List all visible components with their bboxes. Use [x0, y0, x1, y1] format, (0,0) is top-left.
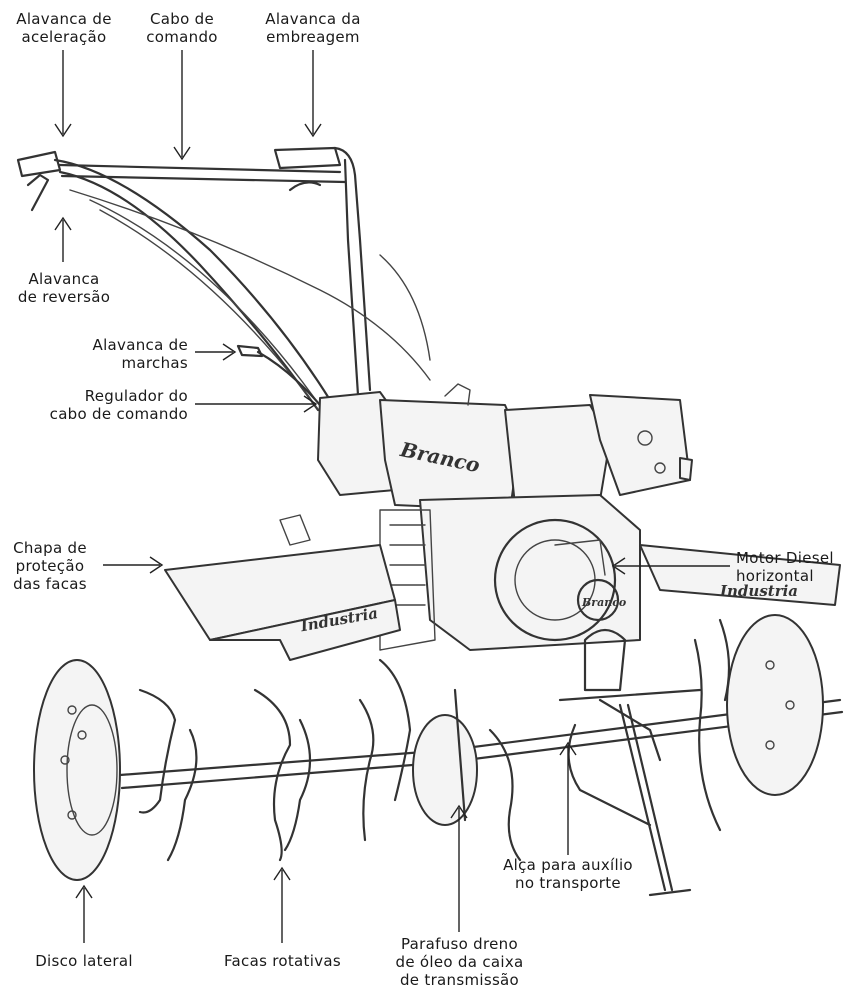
model-logo-right: Industria: [719, 582, 798, 600]
brand-logo-small: Branco: [581, 596, 626, 609]
engine-block: Branco Branco: [317, 383, 693, 651]
label-cable-regulator: Regulador do cabo de comando: [20, 387, 188, 423]
label-line: Motor Diesel: [736, 549, 834, 567]
label-line: Parafuso dreno: [401, 935, 518, 953]
label-line: Cabo de: [150, 10, 214, 28]
label-control-cable: Cabo de comando: [127, 10, 237, 46]
label-line: de transmissão: [399, 971, 520, 989]
label-line: proteção: [15, 557, 85, 575]
label-line: Alavanca: [28, 270, 100, 288]
blades-left: [138, 658, 412, 862]
label-blade-shield: Chapa de proteção das facas: [2, 539, 98, 593]
label-throttle-lever: Alavanca de aceleração: [5, 10, 123, 46]
label-side-disc: Disco lateral: [14, 952, 154, 970]
label-line: Regulador do: [84, 387, 188, 405]
label-line: embreagem: [266, 28, 360, 46]
label-line: das facas: [13, 575, 87, 593]
label-line: cabo de comando: [49, 405, 188, 423]
label-line: Chapa de: [13, 539, 87, 557]
label-oil-drain-bolt: Parafuso dreno de óleo da caixa de trans…: [382, 935, 537, 989]
label-line: de reversão: [17, 288, 111, 306]
handlebar-frame: [16, 146, 431, 471]
label-line: Alavanca de: [92, 336, 188, 354]
label-line: marchas: [121, 354, 188, 372]
side-disc-left: [33, 659, 121, 881]
label-line: comando: [146, 28, 218, 46]
label-transport-handle: Alça para auxílio no transporte: [488, 856, 648, 892]
label-clutch-lever: Alavanca da embreagem: [248, 10, 378, 46]
transport-handle: [558, 628, 702, 897]
label-line: horizontal: [736, 567, 814, 585]
label-reverse-lever: Alavanca de reversão: [5, 270, 123, 306]
label-gear-lever: Alavanca de marchas: [40, 336, 188, 372]
label-line: no transporte: [515, 874, 621, 892]
callout-lines: [54, 50, 730, 943]
label-line: Alça para auxílio: [503, 856, 633, 874]
label-diesel-engine: Motor Diesel horizontal: [736, 549, 848, 585]
label-line: Facas rotativas: [224, 952, 341, 970]
label-line: aceleração: [21, 28, 107, 46]
label-line: de óleo da caixa: [395, 953, 524, 971]
side-disc-right: [726, 614, 824, 796]
label-line: Disco lateral: [35, 952, 133, 970]
label-rotary-blades: Facas rotativas: [205, 952, 360, 970]
label-line: Alavanca de: [16, 10, 112, 28]
shield-plates: Industria Industria: [164, 514, 841, 661]
label-line: Alavanca da: [265, 10, 361, 28]
gear-lever: [236, 344, 322, 407]
tiller-axle: [118, 688, 844, 826]
